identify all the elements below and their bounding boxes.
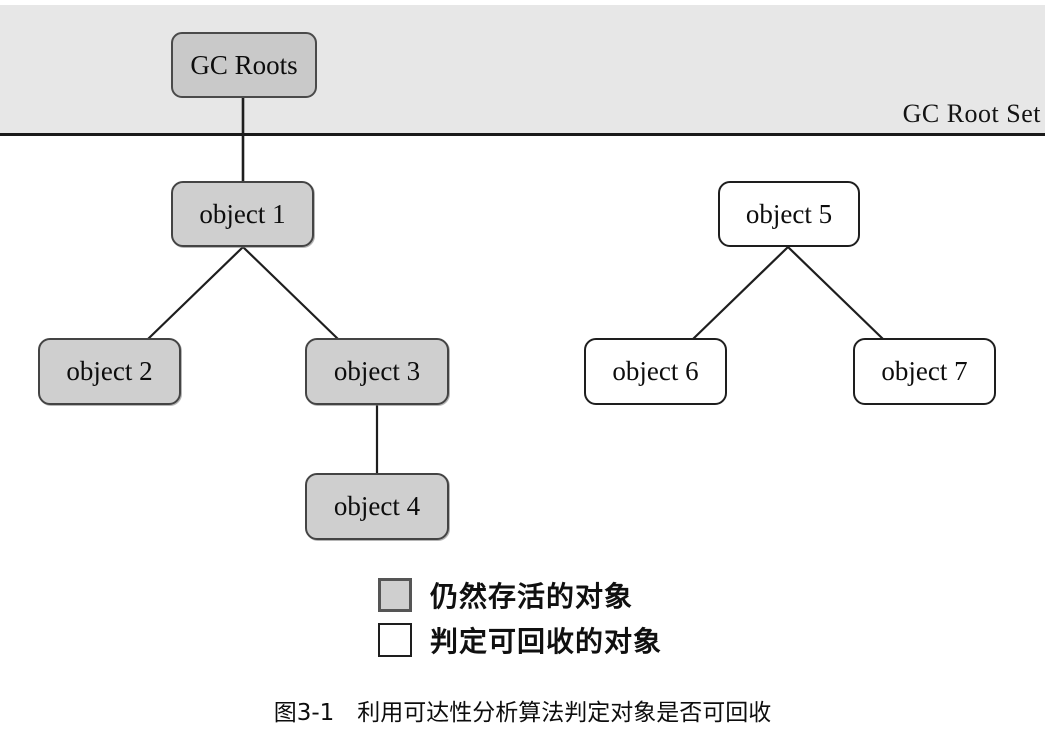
edge-object5-object6 — [692, 246, 789, 340]
legend-item-alive: 仍然存活的对象 — [378, 575, 633, 615]
node-object-1[interactable]: object 1 — [171, 181, 314, 247]
node-object-2-label: object 2 — [66, 356, 153, 386]
gc-root-set-divider — [0, 133, 1045, 136]
gc-root-set-band — [0, 5, 1045, 135]
edge-object1-object2 — [147, 246, 244, 340]
node-object-4[interactable]: object 4 — [305, 473, 449, 540]
node-gc-roots-label: GC Roots — [190, 49, 298, 80]
figure-caption: 图3-1 利用可达性分析算法判定对象是否可回收 — [273, 700, 772, 726]
node-object-4-label: object 4 — [333, 491, 421, 521]
node-object-5-label: object 5 — [745, 198, 833, 229]
node-object-6-label: object 6 — [612, 356, 699, 386]
node-gc-roots[interactable]: GC Roots — [171, 32, 317, 98]
node-object-6[interactable]: object 6 — [584, 338, 727, 405]
node-object-3[interactable]: object 3 — [305, 338, 449, 405]
legend-label-garbage: 判定可回收的对象 — [430, 625, 663, 658]
node-object-5[interactable]: object 5 — [718, 181, 860, 247]
node-object-7[interactable]: object 7 — [853, 338, 996, 405]
legend-label-alive: 仍然存活的对象 — [430, 580, 634, 613]
gc-root-set-label: GC Root Set — [902, 99, 1041, 128]
legend-item-garbage: 判定可回收的对象 — [378, 620, 662, 660]
legend-swatch-alive-icon — [378, 578, 412, 612]
node-object-1-label: object 1 — [199, 198, 286, 229]
legend-swatch-garbage-icon — [378, 623, 412, 657]
edge-object1-object3 — [242, 246, 339, 340]
node-object-2[interactable]: object 2 — [38, 338, 181, 405]
node-object-7-label: object 7 — [881, 356, 968, 386]
edge-object5-object7 — [787, 246, 884, 340]
node-object-3-label: object 3 — [333, 356, 421, 386]
